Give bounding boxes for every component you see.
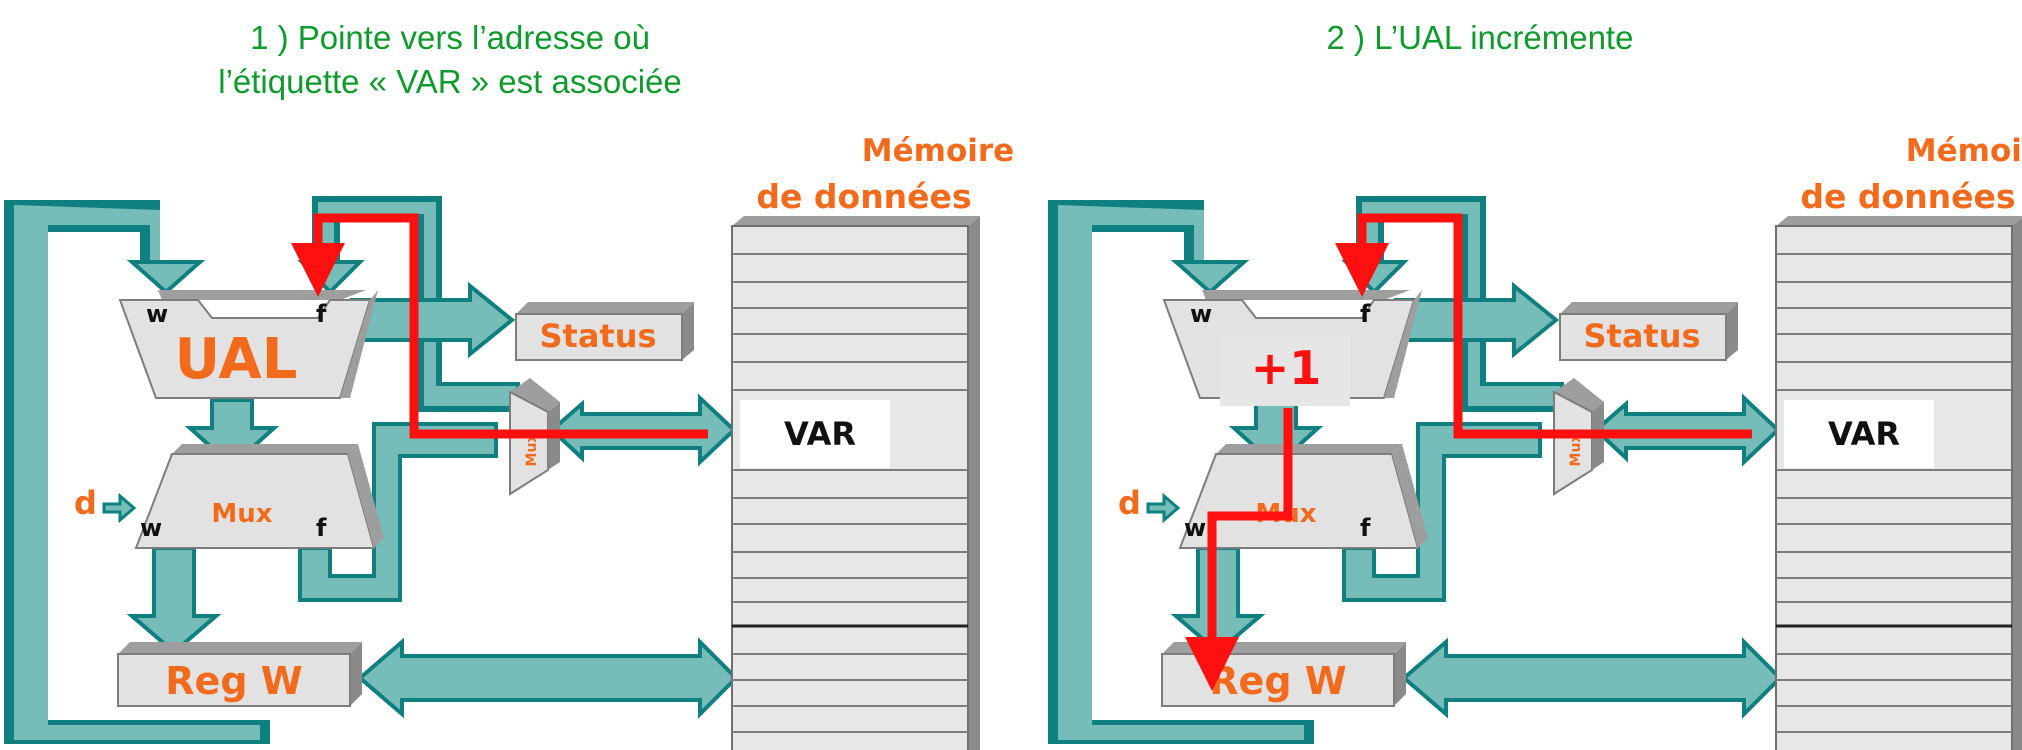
memory-title-line1: Mémoire — [862, 133, 1014, 169]
d-label: d — [1118, 484, 1141, 522]
alu-input-f-label: f — [1360, 300, 1371, 328]
var-label: VAR — [1828, 415, 1900, 453]
mux-input-f-label: f — [316, 514, 327, 542]
step-1-caption-line: l’étiquette « VAR » est associée — [218, 63, 682, 100]
status-label: Status — [539, 317, 656, 355]
step-2-caption: 2 ) L’UAL incrémente — [1326, 19, 1634, 56]
mux-label: Mux — [211, 499, 272, 529]
var-label: VAR — [784, 415, 856, 453]
alu-input-w-label: w — [1190, 300, 1212, 328]
alu-label: UAL — [175, 327, 298, 392]
regw-label: Reg W — [165, 659, 302, 703]
address-mux-label: Mux — [1568, 434, 1584, 467]
increment-box — [1220, 336, 1350, 406]
step-1-caption: 1 ) Pointe vers l’adresse où l’étiquette … — [150, 16, 750, 104]
d-label: d — [74, 484, 97, 522]
red-path-address — [1335, 213, 1752, 439]
step-1-caption-line: 1 ) Pointe vers l’adresse où — [250, 19, 650, 56]
alu-input-w-label: w — [146, 300, 168, 328]
panel-step-1: Mémoire de données w f UAL Status Mux w … — [2, 133, 1014, 750]
red-path-result — [1185, 408, 1293, 691]
mux-input-w-label: w — [140, 514, 162, 542]
mux-input-w-label: w — [1184, 514, 1206, 542]
panel-step-2: Mémoire de données w f Status Mux w f d … — [1046, 133, 2022, 750]
regw-label: Reg W — [1209, 659, 1346, 703]
status-label: Status — [1583, 317, 1700, 355]
memory-title-line1: Mémoire — [1906, 133, 2022, 169]
memory-title-line2: de données — [1800, 177, 2015, 216]
memory-title-line2: de données — [756, 177, 971, 216]
address-mux-label: Mux — [524, 434, 540, 467]
red-path-address — [291, 213, 708, 439]
increment-label: +1 — [1251, 341, 1322, 395]
alu-input-f-label: f — [316, 300, 327, 328]
mux-input-f-label: f — [1360, 514, 1371, 542]
